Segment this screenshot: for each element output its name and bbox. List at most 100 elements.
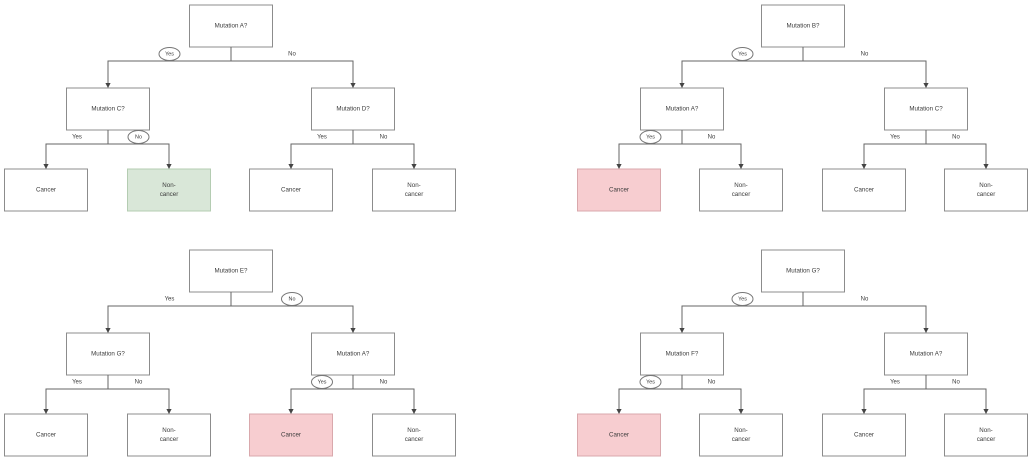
- tree-4-node-left-text: Mutation F?: [666, 351, 699, 358]
- tree-3-branch-label-n1-left-badge-ellipse: [311, 375, 333, 389]
- tree-4-leaf-0[interactable]: Cancer: [577, 413, 661, 457]
- tree-2-node-left[interactable]: Mutation A?: [640, 87, 724, 131]
- tree-4-root-node[interactable]: Mutation G?: [761, 249, 845, 293]
- arrow-head-icon: [923, 83, 929, 88]
- tree-1-root-node[interactable]: Mutation A?: [189, 4, 273, 48]
- arrow-head-icon: [983, 409, 989, 414]
- tree-3-branch-label-n0-right: No: [135, 380, 143, 386]
- tree-1-node-right[interactable]: Mutation D?: [311, 87, 395, 131]
- tree-2-leaf-1-rect: [699, 168, 783, 212]
- tree-2-leaf-3-text-line2: cancer: [977, 191, 996, 198]
- tree-4-node-left[interactable]: Mutation F?: [640, 332, 724, 376]
- arrow-head-icon: [738, 409, 744, 414]
- arrow-head-icon: [105, 328, 111, 333]
- tree-1-branch-label-root-left-badge-ellipse: [158, 47, 181, 61]
- tree-2-root-node[interactable]: Mutation B?: [761, 4, 845, 48]
- tree-4-leaf-3-text-line1: Non-: [979, 427, 992, 434]
- tree-4-edge-n0-right: [681, 375, 742, 414]
- arrow-head-icon: [288, 409, 294, 414]
- tree-3-edge-n0-right: [107, 375, 170, 414]
- tree-4-branch-label-n0-left-badge-text: Yes: [646, 379, 655, 385]
- tree-4-edge-n1-right: [925, 375, 987, 414]
- tree-1-branch-label-n0-right-badge-ellipse: [127, 130, 150, 144]
- arrow-head-icon: [166, 409, 172, 414]
- tree-2-node-left-text: Mutation A?: [666, 106, 699, 113]
- tree-2-leaf-2[interactable]: Cancer: [822, 168, 906, 212]
- tree-4-node-right[interactable]: Mutation A?: [884, 332, 968, 376]
- arrow-head-icon: [861, 164, 867, 169]
- tree-4-branch-label-root-left-badge-ellipse: [731, 292, 754, 306]
- arrow-head-icon: [43, 164, 49, 169]
- tree-4-branch-label-n1-left: Yes: [890, 380, 900, 386]
- tree-3-branch-label-n0-left: Yes: [72, 380, 82, 386]
- tree-3-root-node-text: Mutation E?: [214, 268, 248, 275]
- tree-3-edge-n1-right: [352, 375, 415, 414]
- tree-4-leaf-1-text-line2: cancer: [732, 436, 751, 443]
- tree-4-leaf-2[interactable]: Cancer: [822, 413, 906, 457]
- tree-2-leaf-2-text: Cancer: [854, 187, 874, 194]
- tree-3-leaf-2[interactable]: Cancer: [249, 413, 333, 457]
- tree-1-node-left-text: Mutation C?: [91, 106, 125, 113]
- tree-2-leaf-3[interactable]: Non-cancer: [944, 168, 1028, 212]
- tree-2-leaf-3-text-line1: Non-: [979, 182, 992, 189]
- tree-2-branch-label-n0-left-badge-text: Yes: [646, 134, 655, 140]
- tree-3-leaf-1-text-line2: cancer: [160, 436, 179, 443]
- tree-1-leaf-1-rect: [127, 168, 211, 212]
- arrow-head-icon: [738, 164, 744, 169]
- tree-1-node-right-text: Mutation D?: [336, 106, 370, 113]
- arrow-head-icon: [105, 83, 111, 88]
- tree-1-leaf-3[interactable]: Non-cancer: [372, 168, 456, 212]
- tree-3-node-left[interactable]: Mutation G?: [66, 332, 150, 376]
- tree-1-leaf-3-text-line2: cancer: [405, 191, 424, 198]
- tree-3-leaf-0[interactable]: Cancer: [4, 413, 88, 457]
- tree-4-branch-label-root-left-badge-text: Yes: [738, 296, 747, 302]
- tree-4-leaf-0-rect: [577, 413, 661, 457]
- tree-2-branch-label-n0-right: No: [708, 135, 716, 141]
- tree-4-leaf-3-rect: [944, 413, 1028, 457]
- tree-3-leaf-2-text: Cancer: [281, 432, 301, 439]
- tree-1-node-right-rect: [311, 87, 395, 131]
- tree-1-branch-label-n0-right-badge-text: No: [135, 134, 142, 140]
- tree-2-branch-label-root-left-badge: Yes: [731, 47, 754, 61]
- tree-4-leaf-3[interactable]: Non-cancer: [944, 413, 1028, 457]
- tree-1-leaf-3-rect: [372, 168, 456, 212]
- tree-3-node-right[interactable]: Mutation A?: [311, 332, 395, 376]
- tree-4-node-right-rect: [884, 332, 968, 376]
- tree-3-leaf-1[interactable]: Non-cancer: [127, 413, 211, 457]
- arrow-head-icon: [288, 164, 294, 169]
- tree-4-branch-label-n1-right: No: [952, 380, 960, 386]
- tree-4-leaf-2-rect: [822, 413, 906, 457]
- tree-2-branch-label-n1-left: Yes: [890, 135, 900, 141]
- tree-2-leaf-0-text: Cancer: [609, 187, 629, 194]
- tree-2-leaf-1[interactable]: Non-cancer: [699, 168, 783, 212]
- tree-1-leaf-1-text-line1: Non-: [162, 182, 175, 189]
- tree-2-branch-label-root-left-badge-ellipse: [731, 47, 754, 61]
- tree-3-leaf-2-rect: [249, 413, 333, 457]
- arrow-head-icon: [350, 328, 356, 333]
- tree-4-leaf-1-text-line1: Non-: [734, 427, 747, 434]
- tree-3-root-node[interactable]: Mutation E?: [189, 249, 273, 293]
- tree-1-leaf-3-text-line1: Non-: [407, 182, 420, 189]
- tree-3-leaf-3[interactable]: Non-cancer: [372, 413, 456, 457]
- tree-1-leaf-2-rect: [249, 168, 333, 212]
- arrow-head-icon: [166, 164, 172, 169]
- tree-1-branch-label-n1-left: Yes: [317, 135, 327, 141]
- tree-1-leaf-1[interactable]: Non-cancer: [127, 168, 211, 212]
- tree-4-leaf-1-rect: [699, 413, 783, 457]
- tree-3-leaf-3-text-line2: cancer: [405, 436, 424, 443]
- tree-3-branch-label-root-right-badge: No: [281, 292, 303, 306]
- tree-4-branch-label-root-right: No: [861, 297, 869, 303]
- tree-1-node-left[interactable]: Mutation C?: [66, 87, 150, 131]
- tree-3-leaf-3-rect: [372, 413, 456, 457]
- tree-1-leaf-0-text: Cancer: [36, 187, 56, 194]
- tree-2-leaf-0[interactable]: Cancer: [577, 168, 661, 212]
- tree-1-leaf-0[interactable]: Cancer: [4, 168, 88, 212]
- tree-4-leaf-1[interactable]: Non-cancer: [699, 413, 783, 457]
- tree-1-branch-label-root-left-badge-text: Yes: [165, 51, 174, 57]
- tree-2-node-right[interactable]: Mutation C?: [884, 87, 968, 131]
- arrow-head-icon: [679, 83, 685, 88]
- tree-1-leaf-2[interactable]: Cancer: [249, 168, 333, 212]
- tree-2-leaf-2-rect: [822, 168, 906, 212]
- tree-3-branch-label-root-right-badge-ellipse: [281, 292, 303, 306]
